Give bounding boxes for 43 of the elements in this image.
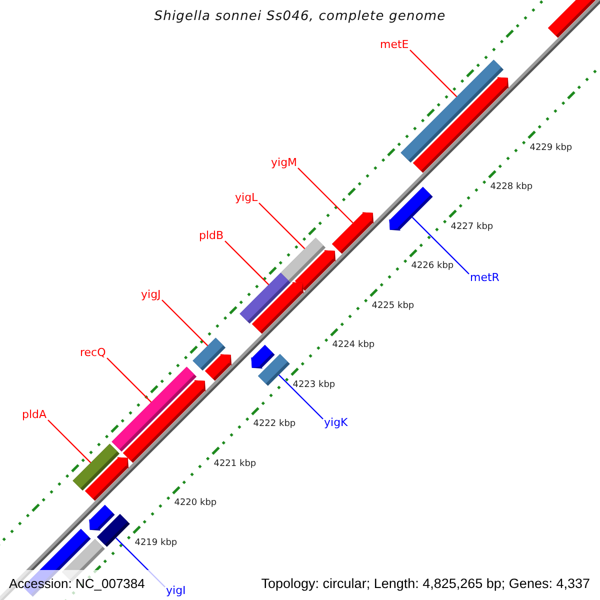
tick-label: 4222 kbp	[253, 419, 296, 430]
gene-feature	[251, 344, 275, 369]
leader-line	[298, 168, 354, 224]
leader-line	[278, 374, 324, 420]
accession-text: Accession: NC_007384	[9, 576, 145, 592]
gene-label: pldB	[199, 229, 224, 242]
leader-line	[48, 420, 92, 464]
gene-feature	[295, 250, 336, 291]
tick-label: 4227 kbp	[450, 222, 494, 233]
gene-feature	[332, 212, 374, 254]
gene-label: recQ	[80, 346, 106, 359]
genome-stats-text: Topology: circular; Length: 4,825,265 bp; Genes: 4,337	[261, 576, 590, 592]
gene-label: yigI	[166, 584, 186, 597]
gene-label: metE	[380, 38, 409, 51]
gene-feature	[413, 77, 509, 173]
leader-line	[106, 358, 152, 403]
tick-label: 4225 kbp	[372, 300, 414, 312]
gene-feature	[252, 282, 304, 334]
tick-label: 4229 kbp	[530, 142, 572, 154]
gene-feature	[85, 457, 129, 501]
gene-label: yigM	[271, 156, 298, 169]
tick-label: 4228 kbp	[490, 182, 533, 194]
gene-feature	[89, 504, 115, 531]
gene-feature	[123, 380, 206, 463]
gene-feature	[205, 354, 232, 381]
gene-label: metR	[470, 271, 500, 284]
gene-label: yigL	[235, 191, 258, 204]
tick-label: 4221 kbp	[214, 458, 256, 470]
tick-label: 4224 kbp	[332, 340, 375, 352]
tick-label: 4220 kbp	[174, 498, 217, 510]
leader-line	[224, 240, 270, 286]
tick-label: 4226 kbp	[411, 261, 454, 272]
gene-label: yigJ	[141, 288, 161, 301]
leader-line	[412, 216, 470, 274]
gene-label: pldA	[22, 408, 47, 421]
leader-line	[162, 300, 208, 346]
leader-line	[258, 202, 306, 250]
gene-label: yigK	[324, 416, 348, 429]
diagram-title: Shigella sonnei Ss046, complete genome	[154, 9, 446, 24]
gene-feature	[389, 186, 433, 231]
tick-label: 4219 kbp	[134, 538, 178, 549]
leader-line	[410, 50, 458, 98]
tick-label: 4223 kbp	[292, 380, 336, 391]
